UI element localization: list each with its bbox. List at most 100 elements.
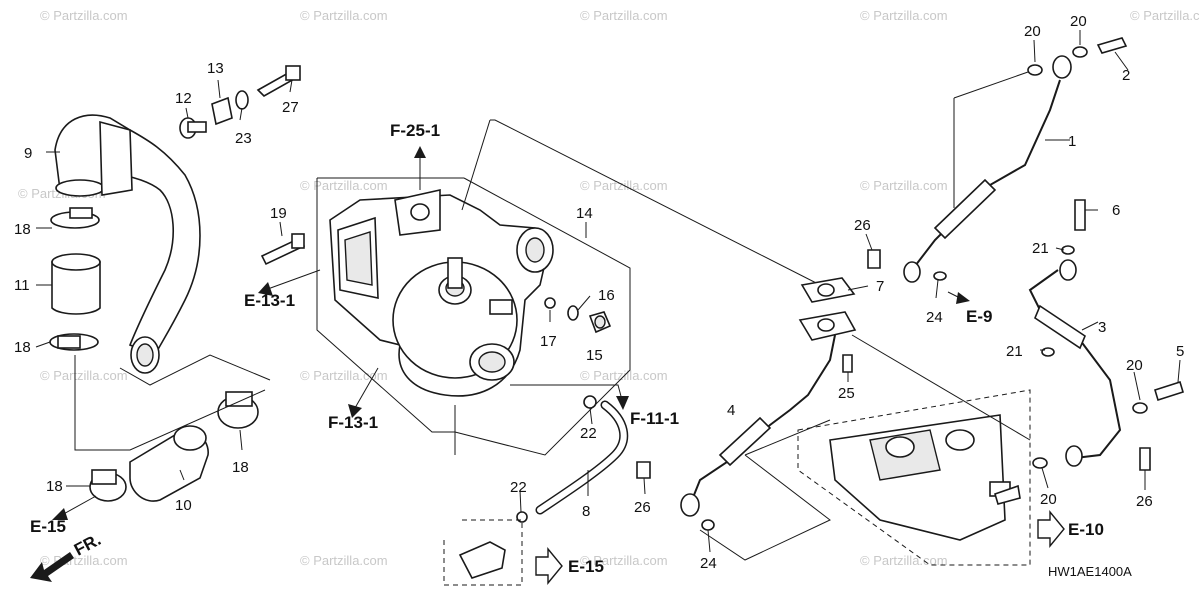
callout-4: 4 bbox=[727, 402, 735, 419]
leader-line bbox=[279, 221, 283, 237]
leader-line bbox=[577, 295, 591, 311]
callout-22: 22 bbox=[580, 425, 597, 442]
frame-line bbox=[316, 178, 455, 433]
callout-11: 11 bbox=[14, 277, 30, 294]
leader-line bbox=[519, 489, 522, 513]
callout-2: 2 bbox=[1122, 67, 1130, 84]
connector-box bbox=[443, 519, 523, 586]
watermark-text: © Partzilla.com bbox=[860, 553, 948, 568]
leader-line bbox=[1133, 371, 1141, 401]
leader-line bbox=[865, 233, 873, 251]
oil-hose-8 bbox=[516, 395, 629, 523]
leader-line bbox=[185, 107, 189, 119]
reference-e-15-bottom[interactable]: E-15 bbox=[568, 557, 604, 576]
callout-16: 16 bbox=[598, 287, 615, 304]
arrow-line bbox=[590, 384, 623, 401]
outline-arrow-right-icon bbox=[1037, 510, 1065, 548]
reference-e-13-1[interactable]: E-13-1 bbox=[244, 291, 295, 310]
callout-15: 15 bbox=[586, 347, 603, 364]
watermark-text: © Partzilla.com bbox=[580, 8, 668, 23]
reference-e-9[interactable]: E-9 bbox=[966, 307, 992, 326]
callout-26: 26 bbox=[854, 217, 871, 234]
hose-11 bbox=[51, 253, 101, 315]
frame-line bbox=[851, 334, 1031, 441]
leader-line bbox=[707, 529, 711, 553]
frame-line bbox=[744, 419, 831, 456]
frame-line bbox=[454, 177, 631, 456]
callout-labels: 1 2 3 4 5 6 7 8 9 10 11 12 13 14 15 16 1… bbox=[14, 13, 1184, 572]
leader-line bbox=[1177, 359, 1181, 383]
leader-line bbox=[847, 285, 869, 291]
reference-f-25-1[interactable]: F-25-1 bbox=[390, 121, 440, 140]
front-direction-arrow-icon bbox=[30, 552, 74, 582]
callout-8: 8 bbox=[582, 503, 590, 520]
callout-20: 20 bbox=[1024, 23, 1041, 40]
watermark-text: © Partzilla.com bbox=[1130, 8, 1200, 23]
oil-pipe-1 bbox=[903, 37, 1128, 283]
intake-pipe-9 bbox=[54, 114, 201, 374]
callout-23: 23 bbox=[235, 130, 252, 147]
arrow-line bbox=[264, 269, 321, 291]
arrow-down-icon bbox=[348, 404, 362, 418]
arrow-line bbox=[59, 495, 97, 517]
watermark-text: © Partzilla.com bbox=[40, 368, 128, 383]
callout-22: 22 bbox=[510, 479, 527, 496]
callout-26: 26 bbox=[1136, 493, 1153, 510]
callout-1: 1 bbox=[1068, 133, 1076, 150]
leader-line bbox=[1033, 39, 1036, 63]
leader-line bbox=[1081, 321, 1099, 331]
callout-5: 5 bbox=[1176, 343, 1184, 360]
callout-20: 20 bbox=[1126, 357, 1143, 374]
reference-f-11-1[interactable]: F-11-1 bbox=[630, 409, 679, 428]
callout-9: 9 bbox=[24, 145, 32, 162]
leader-line bbox=[74, 355, 266, 451]
reference-f-13-1[interactable]: F-13-1 bbox=[328, 413, 378, 432]
arrow-down-icon bbox=[616, 396, 629, 410]
reference-e-10[interactable]: E-10 bbox=[1068, 520, 1104, 539]
callout-18: 18 bbox=[14, 339, 31, 356]
callout-20: 20 bbox=[1070, 13, 1087, 30]
callout-20: 20 bbox=[1040, 491, 1057, 508]
turbocharger-assembly bbox=[329, 189, 554, 397]
leader-line bbox=[179, 469, 185, 481]
callout-21: 21 bbox=[1006, 343, 1023, 360]
arrow-line bbox=[354, 367, 379, 409]
leader-line bbox=[217, 79, 221, 99]
reference-e-15-top[interactable]: E-15 bbox=[30, 517, 66, 536]
stud-19 bbox=[260, 233, 306, 266]
callout-7: 7 bbox=[876, 278, 884, 295]
callout-18: 18 bbox=[46, 478, 63, 495]
watermark-text: © Partzilla.com bbox=[40, 8, 128, 23]
leader-line bbox=[935, 279, 939, 299]
leader-line bbox=[1041, 467, 1049, 489]
arrow-up-icon bbox=[414, 146, 426, 158]
frame-line bbox=[953, 71, 1029, 99]
oil-feed-pipe-4 bbox=[680, 277, 857, 517]
watermark-text: © Partzilla.com bbox=[580, 553, 668, 568]
callout-19: 19 bbox=[270, 205, 287, 222]
leader-line bbox=[1114, 51, 1129, 71]
bolts-right bbox=[636, 199, 1151, 531]
watermark-text: © Partzilla.com bbox=[300, 553, 388, 568]
hose-clamp-18-lower-left bbox=[89, 469, 127, 502]
callout-13: 13 bbox=[207, 60, 224, 77]
leader-line bbox=[1055, 247, 1065, 251]
callout-6: 6 bbox=[1112, 202, 1120, 219]
watermark-text: © Partzilla.com bbox=[860, 8, 948, 23]
callout-10: 10 bbox=[175, 497, 192, 514]
callout-26: 26 bbox=[634, 499, 651, 516]
callout-17: 17 bbox=[540, 333, 557, 350]
callout-24: 24 bbox=[926, 309, 943, 326]
arrow-left-icon bbox=[52, 508, 68, 520]
leader-line bbox=[589, 407, 593, 425]
hose-clamp-18-lower-right bbox=[217, 391, 259, 429]
callout-14: 14 bbox=[576, 205, 593, 222]
reference-arrows bbox=[30, 146, 1065, 585]
arrow-right-icon bbox=[956, 292, 970, 304]
mount-12-13 bbox=[179, 65, 301, 139]
leader-line bbox=[490, 119, 831, 291]
outline-arrow-right-icon bbox=[535, 547, 563, 585]
diagram-code: HW1AE1400A bbox=[1048, 564, 1132, 579]
